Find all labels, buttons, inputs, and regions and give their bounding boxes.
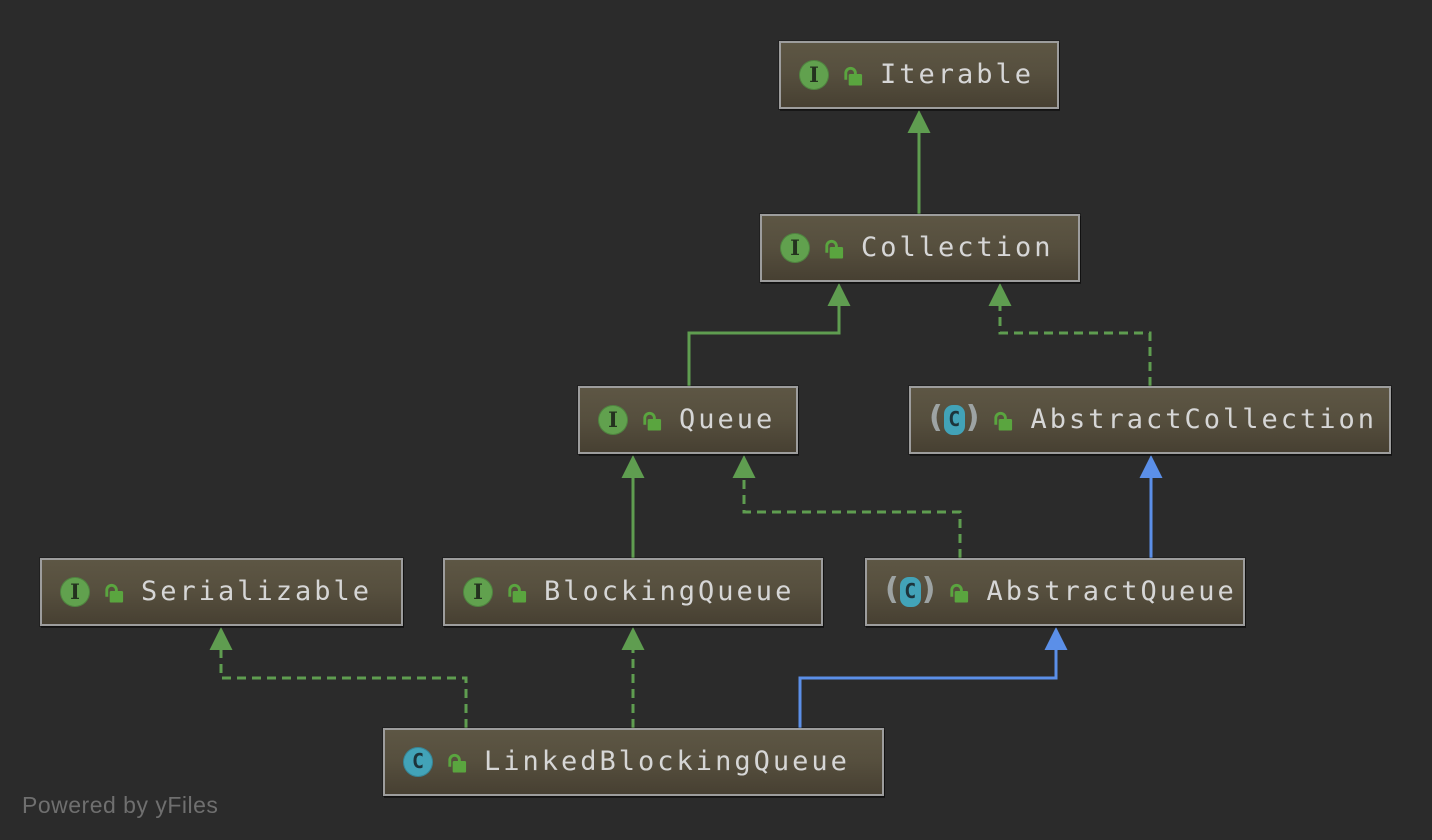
edge-blockingqueue-extends-queue[interactable] (621, 455, 645, 558)
edge-linkedblockingqueue-implements-serializable[interactable] (209, 627, 468, 728)
edge-line (798, 649, 1058, 728)
edge-arrowhead-icon (907, 110, 931, 133)
class-node-abstract-queue[interactable]: (C) AbstractQueue (865, 558, 1245, 626)
unlocked-icon (505, 580, 528, 604)
edge-arrowhead-icon (1044, 627, 1068, 650)
class-node-linked-blocking-queue[interactable]: C LinkedBlockingQueue (383, 728, 884, 796)
edge-arrowhead-icon (621, 455, 645, 478)
class-name-label: LinkedBlockingQueue (484, 745, 850, 777)
unlocked-icon (841, 63, 864, 87)
abstract-class-icon: (C) (929, 400, 980, 435)
edge-linkedblockingqueue-implements-blockingqueue[interactable] (621, 627, 645, 728)
unlocked-icon (822, 236, 845, 260)
interface-icon: I (60, 577, 90, 607)
class-node-serializable[interactable]: I Serializable (40, 558, 403, 626)
edge-arrowhead-icon (827, 283, 851, 306)
edge-abstractcollection-implements-collection[interactable] (988, 283, 1152, 386)
unlocked-icon (445, 750, 468, 774)
edge-abstractqueue-implements-queue[interactable] (732, 455, 962, 558)
edge-arrowhead-icon (988, 283, 1012, 306)
abstract-class-icon: (C) (885, 572, 936, 607)
class-node-blocking-queue[interactable]: I BlockingQueue (443, 558, 823, 626)
edge-collection-extends-iterable[interactable] (907, 110, 931, 214)
class-name-label: AbstractCollection (1030, 403, 1378, 435)
class-name-label: BlockingQueue (544, 575, 795, 607)
class-name-label: Queue (679, 403, 776, 435)
edge-arrowhead-icon (1139, 455, 1163, 478)
edge-arrowhead-icon (732, 455, 756, 478)
class-name-label: Iterable (880, 58, 1035, 90)
class-name-label: AbstractQueue (986, 575, 1237, 607)
class-node-queue[interactable]: I Queue (578, 386, 798, 454)
interface-icon: I (799, 60, 829, 90)
edge-arrowhead-icon (209, 627, 233, 650)
class-node-collection[interactable]: I Collection (760, 214, 1080, 282)
edge-line (998, 305, 1152, 386)
class-name-label: Collection (861, 231, 1054, 263)
unlocked-icon (640, 408, 663, 432)
class-node-abstract-collection[interactable]: (C) AbstractCollection (909, 386, 1391, 454)
unlocked-icon (991, 408, 1014, 432)
interface-icon: I (463, 577, 493, 607)
edge-line (687, 305, 841, 386)
class-name-label: Serializable (141, 575, 373, 607)
edge-queue-extends-collection[interactable] (687, 283, 851, 386)
interface-icon: I (598, 405, 628, 435)
edge-line (742, 477, 962, 558)
edge-arrowhead-icon (621, 627, 645, 650)
edge-line (219, 649, 468, 728)
edge-linkedblockingqueue-extends-abstractqueue[interactable] (798, 627, 1068, 728)
unlocked-icon (947, 580, 970, 604)
edge-abstractqueue-extends-abstractcollection[interactable] (1139, 455, 1163, 558)
interface-icon: I (780, 233, 810, 263)
class-icon: C (403, 747, 433, 777)
powered-by-yfiles-label: Powered by yFiles (22, 792, 219, 818)
unlocked-icon (102, 580, 125, 604)
class-node-iterable[interactable]: I Iterable (779, 41, 1059, 109)
